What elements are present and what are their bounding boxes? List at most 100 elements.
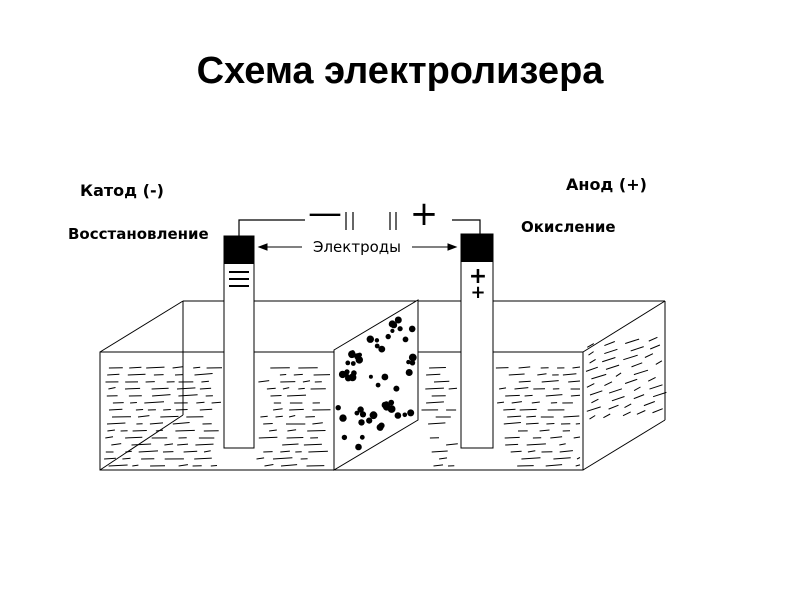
electrolyte-dash <box>433 464 444 467</box>
electrolyte-dash <box>525 422 539 425</box>
electrolyte-dash <box>568 380 581 383</box>
electrolyte-dash <box>196 401 205 404</box>
diaphragm-particle <box>366 335 374 343</box>
diaphragm-particle <box>397 326 403 332</box>
electrolyte-dash <box>160 415 179 418</box>
electrolyte-dash <box>508 373 525 376</box>
anode-charge-plus: + <box>470 282 485 303</box>
electrolyte-dash <box>149 422 164 425</box>
electrolyte-dash <box>175 409 188 411</box>
electrolyte-dash <box>439 457 448 460</box>
electrolyte-dash <box>526 443 546 446</box>
electrolyte-dash <box>307 430 326 432</box>
electrolyte-dash <box>131 443 152 446</box>
electrolyte-dash <box>589 390 603 396</box>
electrolyte-dash <box>125 450 132 453</box>
electrolyte-dash <box>615 372 622 377</box>
anode-label: Анод (+) <box>566 175 647 194</box>
electrolyte-dash <box>589 358 596 364</box>
electrolyte-dash <box>105 436 114 439</box>
diaphragm-particle <box>390 328 395 333</box>
diaphragm-particle <box>406 359 411 365</box>
electrolyte-dash <box>633 386 641 392</box>
electrolyte-dash <box>604 348 618 355</box>
electrolyte-dash <box>559 443 566 446</box>
electrolyte-dash <box>146 366 165 369</box>
electrolyte-dash <box>507 415 522 418</box>
electrolyte-dash <box>553 457 571 460</box>
electrolyte-dash <box>431 450 448 453</box>
electrolyte-dash <box>293 373 303 376</box>
diaphragm-particle <box>338 370 347 379</box>
electrolyte-dash <box>163 409 171 411</box>
diaphragm-particle <box>405 369 413 376</box>
electrolyte-dash <box>575 464 581 467</box>
electrolyte-dash <box>122 457 131 460</box>
electrolyte-dash <box>510 450 522 453</box>
electrolyte-dash <box>258 380 270 383</box>
electrolyte-dash <box>591 373 607 380</box>
electrolyte-dash <box>602 357 616 363</box>
diaphragm-particle <box>407 409 415 417</box>
electrolyte-dash <box>129 366 142 369</box>
electrolyte-dash <box>650 344 661 350</box>
electrolyte-dash <box>499 387 507 390</box>
electrolyte-dash <box>106 422 126 425</box>
diaphragm-particle <box>366 417 373 424</box>
electrolyte-dash <box>258 436 278 439</box>
electrolyte-dash <box>511 401 522 404</box>
electrolyte-dash <box>137 415 150 418</box>
electrolyte-dash <box>655 360 663 365</box>
electrolyte-dash <box>519 408 537 411</box>
electrolyte-dash <box>426 401 444 404</box>
electrolyte-dash <box>108 387 116 390</box>
diaphragm-particle <box>385 333 391 340</box>
electrolyte-dash <box>537 373 547 376</box>
cathode-polarity-sign: — <box>308 193 342 233</box>
electrolyte-dash <box>652 391 667 398</box>
electrolyte-dash <box>505 394 520 397</box>
electrolyte-dash <box>124 387 141 390</box>
electrolyte-dash <box>527 450 536 453</box>
electrolyte-dash <box>155 429 164 432</box>
electrolyte-dash <box>178 464 188 467</box>
electrolyte-dash <box>433 380 450 383</box>
electrolyte-dash <box>649 384 663 390</box>
electrolyte-dash <box>263 423 273 425</box>
diaphragm-particle <box>350 361 356 366</box>
electrolyte-dash <box>570 394 581 397</box>
diaphragm-particle <box>374 343 380 349</box>
electrolyte-dash <box>518 380 531 383</box>
electrolyte-dash <box>269 429 277 432</box>
electrolyte-dash <box>518 366 531 369</box>
electrolyte-dash <box>176 387 196 390</box>
electrolyte-dash <box>603 413 611 419</box>
electrolyte-dash <box>130 402 137 404</box>
electrolyte-dash <box>282 443 299 446</box>
anode-charge-plus: + <box>469 264 487 289</box>
electrolyte-dash <box>287 429 297 432</box>
electrolyte-dash <box>151 387 169 390</box>
diaphragm-particle <box>357 406 364 413</box>
electrolyte-dash <box>562 373 577 376</box>
electrolyte-dash <box>183 450 198 453</box>
diaphragm-particle <box>358 419 365 426</box>
cathode-process-label: Восстановление <box>68 225 209 243</box>
electrolyte-dash <box>546 423 555 425</box>
electrolyte-dash <box>178 394 198 397</box>
electrolyte-dash <box>195 443 214 446</box>
electrolyte-dash <box>194 373 213 376</box>
electrolyte-dash <box>541 380 559 383</box>
electrolyte-dash <box>275 415 283 418</box>
electrolyte-dash <box>429 367 446 369</box>
electrolyte-dash <box>280 464 298 467</box>
electrolyte-dash <box>282 387 290 390</box>
diaphragm-particle <box>388 399 395 406</box>
diaphragm-particle <box>402 412 408 418</box>
electrolyte-dash <box>521 457 541 460</box>
electrolyte-dash <box>586 383 595 388</box>
electrolyte-dash <box>545 464 563 467</box>
electrolyte-dash <box>111 443 122 446</box>
electrolyte-dash <box>631 362 643 368</box>
